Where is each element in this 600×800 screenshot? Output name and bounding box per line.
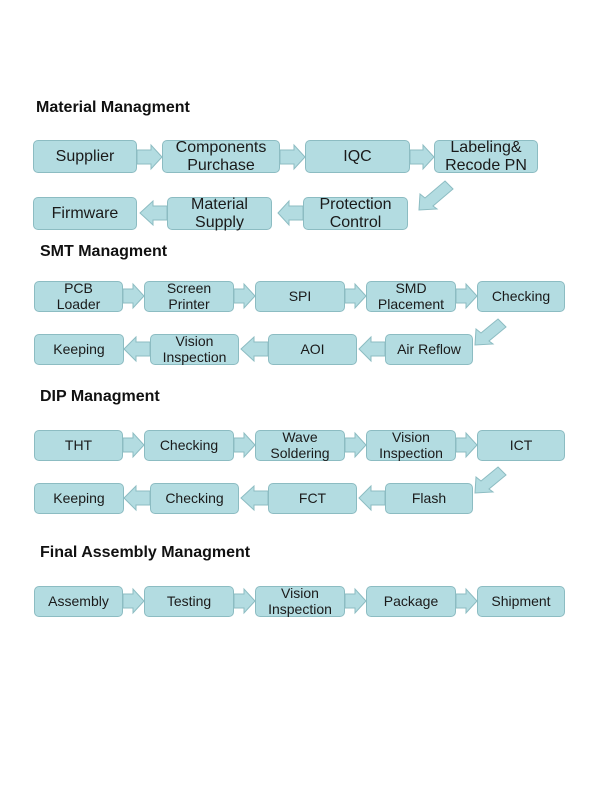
- arrow-right: [409, 143, 435, 171]
- step-keeping: Keeping: [34, 483, 124, 514]
- arrow-right: [122, 431, 145, 459]
- arrow-right: [455, 587, 478, 615]
- arrow-right: [122, 282, 145, 310]
- step-labeling-recode-pn: Labeling& Recode PN: [434, 139, 538, 174]
- step-protection-control: Protection Control: [303, 196, 408, 231]
- step-vision-inspection: Vision Inspection: [366, 429, 456, 461]
- arrow-left: [123, 484, 151, 512]
- step-assembly: Assembly: [34, 586, 123, 617]
- section-title-smt: SMT Managment: [40, 243, 168, 260]
- step-wave-soldering: Wave Soldering: [255, 429, 345, 461]
- step-screen-printer: Screen Printer: [144, 280, 234, 312]
- step-testing: Testing: [144, 586, 234, 617]
- arrow-right: [455, 282, 478, 310]
- step-fct: FCT: [268, 483, 357, 514]
- arrow-left: [123, 335, 151, 363]
- step-smd-placement: SMD Placement: [366, 280, 456, 312]
- arrow-left: [277, 199, 304, 227]
- step-vision-inspection: Vision Inspection: [150, 333, 239, 365]
- step-spi: SPI: [255, 281, 345, 312]
- arrow-right: [233, 431, 256, 459]
- arrow-right: [136, 143, 163, 171]
- arrow-left: [358, 335, 386, 363]
- arrow-right: [344, 587, 367, 615]
- step-aoi: AOI: [268, 334, 357, 365]
- arrow-down-left: [474, 318, 507, 346]
- arrow-right: [455, 431, 478, 459]
- section-title-final-assembly: Final Assembly Managment: [40, 544, 251, 561]
- arrow-right: [344, 282, 367, 310]
- step-pcb-loader: PCB Loader: [34, 280, 123, 312]
- arrow-right: [279, 143, 306, 171]
- step-supplier: Supplier: [33, 140, 137, 173]
- step-components-purchase: Components Purchase: [162, 139, 280, 174]
- step-checking: Checking: [144, 430, 234, 461]
- step-shipment: Shipment: [477, 586, 565, 617]
- arrow-right: [233, 282, 256, 310]
- arrow-down-left: [418, 180, 454, 211]
- step-material-supply: Material Supply: [167, 196, 272, 231]
- arrow-down-left: [474, 466, 507, 494]
- step-flash: Flash: [385, 483, 473, 514]
- step-checking: Checking: [150, 483, 239, 514]
- step-firmware: Firmware: [33, 197, 137, 230]
- step-tht: THT: [34, 430, 123, 461]
- step-iqc: IQC: [305, 140, 410, 173]
- arrow-left: [240, 335, 269, 363]
- arrow-right: [344, 431, 367, 459]
- step-vision-inspection: Vision Inspection: [255, 585, 345, 617]
- arrow-left: [358, 484, 386, 512]
- arrow-left: [139, 199, 168, 227]
- step-keeping: Keeping: [34, 334, 124, 365]
- arrow-right: [233, 587, 256, 615]
- step-ict: ICT: [477, 430, 565, 461]
- step-package: Package: [366, 586, 456, 617]
- step-checking: Checking: [477, 281, 565, 312]
- section-title-dip: DIP Managment: [40, 388, 160, 405]
- step-air-reflow: Air Reflow: [385, 334, 473, 365]
- section-title-material: Material Managment: [36, 99, 190, 116]
- arrow-left: [240, 484, 269, 512]
- arrow-right: [122, 587, 145, 615]
